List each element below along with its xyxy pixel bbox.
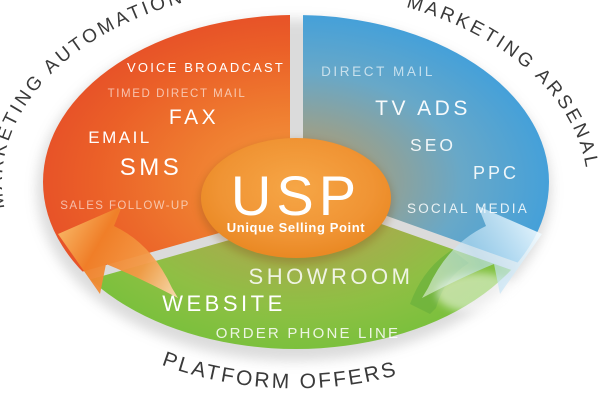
usp-subtitle: Unique Selling Point [227,220,365,235]
item-tv-ads: TV ADS [375,97,471,120]
item-ppc: PPC [473,163,519,183]
item-sales-follow-up: SALES FOLLOW-UP [60,200,189,212]
item-fax: FAX [169,106,219,129]
item-social-media: SOCIAL MEDIA [407,201,529,216]
orange-swoosh-arrow-icon [58,206,178,298]
item-order-phone-line: ORDER PHONE LINE [216,325,400,342]
item-email: EMAIL [88,128,152,147]
usp-acronym: USP [231,164,361,227]
item-timed-direct-mail: TIMED DIRECT MAIL [108,88,247,100]
item-website: WEBSITE [162,291,286,316]
usp-badge [201,138,391,258]
item-seo: SEO [410,135,456,155]
item-sms: SMS [120,154,183,181]
blue-swoosh-arrow-icon [422,206,542,298]
item-showroom: SHOWROOM [249,264,414,289]
item-voice-broadcast: VOICE BROADCAST [127,60,285,75]
sector-platform-offers [43,209,549,349]
item-direct-mail: DIRECT MAIL [321,64,435,79]
